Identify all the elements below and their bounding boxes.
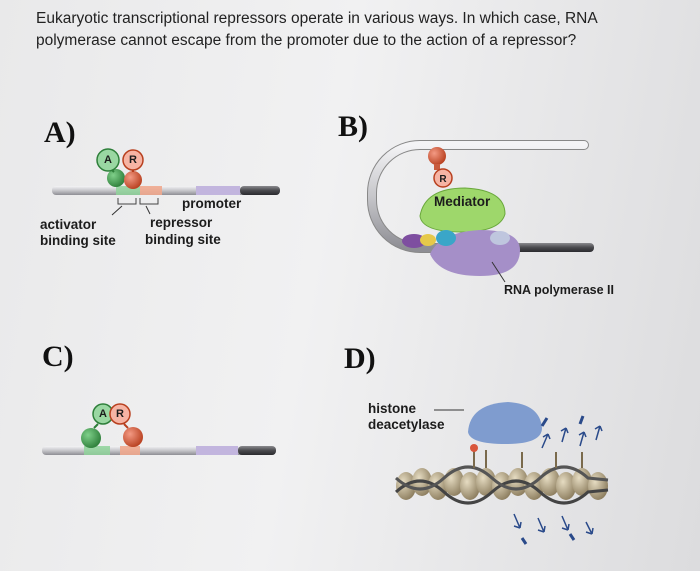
panel-a-activator-site-label-2: binding site	[40, 233, 116, 248]
panel-c-repressor-dbd	[123, 427, 143, 447]
panel-a-diagram	[52, 148, 280, 216]
panel-b-polymerase-label: RNA polymerase II	[504, 283, 614, 297]
panel-a-activator-mark: A	[104, 154, 112, 166]
panel-b-mediator	[419, 187, 506, 233]
panel-c-repressor-icon	[109, 403, 131, 425]
panel-b-gtf-2	[420, 234, 436, 246]
panel-a-repressor-mark: R	[129, 154, 137, 166]
panel-c-activator-site	[84, 446, 110, 455]
panel-d-hdac-label-2: deacetylase	[368, 417, 445, 432]
panel-b-repressor-dbd	[428, 147, 446, 165]
panel-a-repressor-site-label-1: repressor	[150, 215, 213, 230]
panel-b-pol-pointer	[491, 261, 506, 283]
panel-d-hdac-enzyme	[468, 402, 542, 444]
question-line-2: polymerase cannot escape from the promot…	[36, 32, 577, 49]
panel-a-activator-icon	[96, 148, 120, 172]
panel-c-diagram	[42, 403, 276, 455]
panel-b-letter: B)	[338, 110, 368, 143]
panel-c-activator-mark: A	[99, 408, 107, 420]
question-line-1: Eukaryotic transcriptional repressors op…	[36, 10, 598, 27]
panel-b-repressor-mark: R	[439, 174, 447, 185]
panel-a-repressor-pointer	[145, 205, 151, 215]
panel-b-dna-loop	[368, 141, 588, 252]
panel-c-promoter	[196, 446, 238, 455]
panel-a-site-brackets	[117, 198, 159, 205]
panel-b-gene	[500, 243, 594, 252]
panel-c-activator-dbd	[81, 428, 101, 448]
panel-b-mediator-label: Mediator	[434, 194, 491, 209]
panel-a-repressor-dbd	[124, 171, 142, 189]
panel-d-nucleosomes	[394, 465, 609, 505]
panel-c-repressor-site	[120, 446, 140, 455]
question-text: Eukaryotic transcriptional repressors op…	[36, 8, 666, 52]
panel-a-promoter	[196, 186, 240, 195]
panel-d-histone-tails	[470, 444, 583, 468]
panel-d-acetyl-arrows-up	[540, 415, 603, 449]
panel-a-letter: A)	[44, 116, 76, 149]
panel-c-gene	[238, 446, 276, 455]
panel-b-gtf-4	[490, 231, 510, 245]
panel-a-gene	[240, 186, 280, 195]
panel-a-promoter-label: promoter	[182, 196, 242, 211]
panel-a-activator-site-label-1: activator	[40, 217, 97, 232]
panel-a-activator-site	[116, 186, 140, 195]
panel-b-repressor-icon	[433, 168, 453, 188]
panel-b-gtf-3	[436, 230, 456, 246]
panel-d-letter: D)	[344, 342, 376, 375]
panel-a-repressor-site	[140, 186, 162, 195]
panel-a-activator-dbd	[107, 169, 125, 187]
panel-a-repressor-site-label-2: binding site	[145, 232, 221, 247]
panel-d-acetyl-arrows-down	[513, 513, 594, 545]
panel-d-diagram	[394, 402, 609, 545]
panel-c-repressor-mark: R	[116, 408, 124, 420]
panel-c-letter: C)	[42, 340, 74, 373]
panel-b-gtf-1	[402, 234, 426, 248]
panel-b-diagram	[367, 140, 594, 283]
panel-a-activator-pointer	[111, 205, 123, 216]
panel-d-hdac-label-1: histone	[368, 401, 417, 416]
